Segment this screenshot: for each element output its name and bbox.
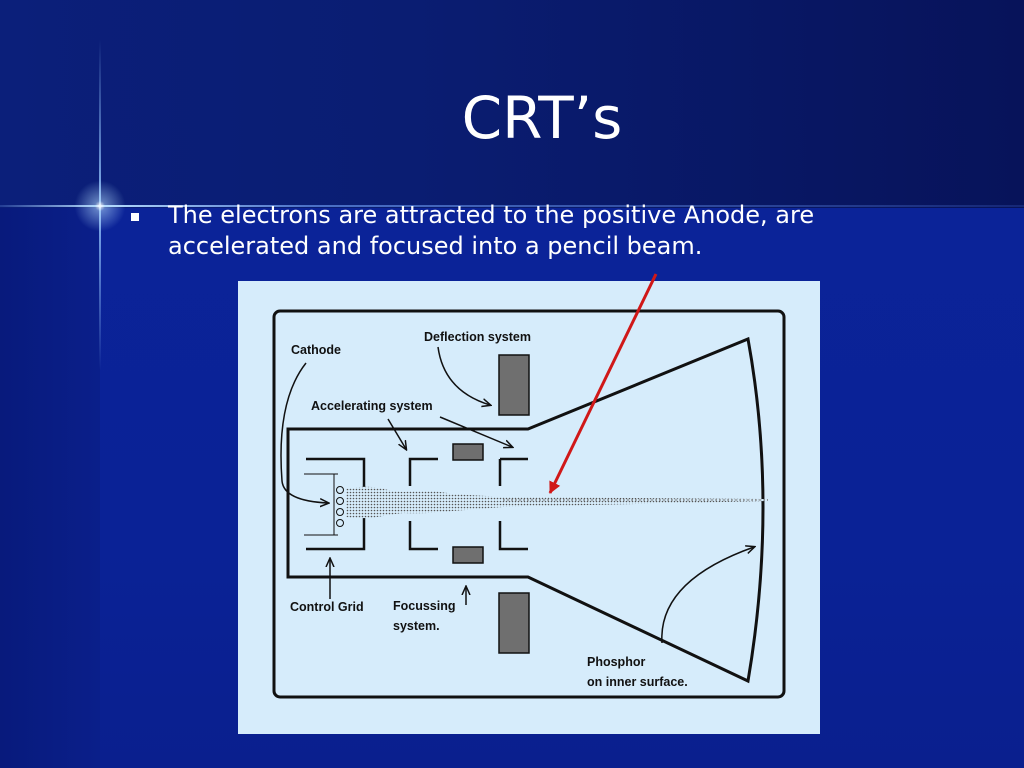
deflection-arrow <box>437 346 490 405</box>
focus-electrode-left <box>408 457 438 551</box>
decorative-light-flare <box>70 176 130 236</box>
bullet-marker <box>131 213 139 221</box>
accelerating-arrow-2 <box>439 416 512 447</box>
deflection-plate-bottom <box>498 592 530 654</box>
phosphor-arrow <box>661 547 754 644</box>
accelerating-electrode-right <box>498 457 528 551</box>
label-cathode: Cathode <box>291 343 341 357</box>
label-control-grid: Control Grid <box>290 600 364 614</box>
inner-plate-bottom <box>452 546 484 564</box>
label-phosphor-1: Phosphor <box>587 655 645 669</box>
cathode-arrow <box>280 362 328 503</box>
label-deflection: Deflection system <box>424 330 531 344</box>
slide-left-band <box>0 208 100 768</box>
crt-diagram: Cathode Deflection system Accelerating s… <box>238 281 820 734</box>
crt-tube-outline <box>286 336 765 684</box>
bullet-text: The electrons are attracted to the posit… <box>168 201 815 260</box>
label-phosphor-2: on inner surface. <box>587 675 688 689</box>
deflection-plate-top <box>498 354 530 416</box>
cathode-assembly <box>304 473 344 536</box>
electron-beam <box>346 486 768 519</box>
crt-diagram-svg: Cathode Deflection system Accelerating s… <box>272 309 786 699</box>
slide-header-background <box>0 0 1024 208</box>
red-pointer-arrow <box>548 273 658 494</box>
label-focussing-1: Focussing <box>393 599 456 613</box>
accelerating-arrow-1 <box>387 418 406 449</box>
label-focussing-2: system. <box>393 619 440 633</box>
label-accelerating: Accelerating system <box>311 399 433 413</box>
outer-frame <box>272 309 786 699</box>
slide-title: CRT’s <box>461 84 623 152</box>
decorative-horizontal-line <box>0 205 1024 207</box>
inner-plate-top <box>452 443 484 461</box>
